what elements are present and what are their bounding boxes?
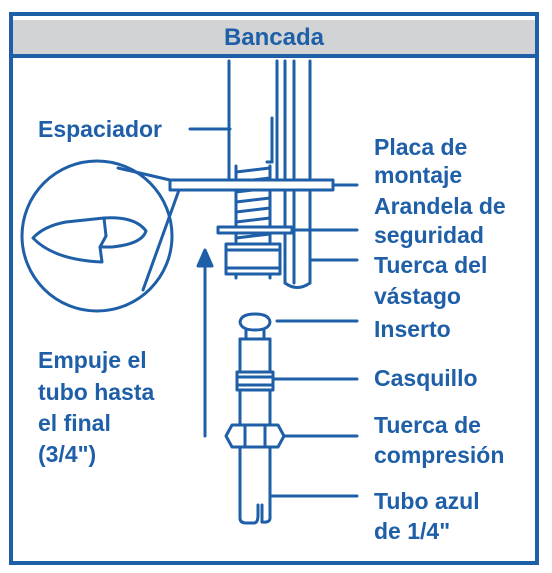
- label-stem-nut-1: Tuerca del: [374, 252, 488, 278]
- label-ferrule: Casquillo: [374, 365, 478, 391]
- push-arrow: [196, 248, 214, 438]
- label-lock-washer-1: Arandela de: [374, 193, 506, 219]
- stem-nut: [224, 242, 282, 276]
- label-compression-nut-2: compresión: [374, 442, 505, 468]
- label-lock-washer-2: seguridad: [374, 222, 484, 248]
- header-bar: Bancada: [13, 20, 535, 58]
- label-push-instruction-1: Empuje el: [38, 347, 147, 373]
- label-push-instruction-4: (3/4"): [38, 441, 97, 467]
- label-blue-tube-1: Tubo azul: [374, 488, 480, 514]
- compression-nut: [224, 423, 286, 449]
- label-spacer: Espaciador: [38, 116, 162, 142]
- label-blue-tube-2: de 1/4": [374, 518, 451, 544]
- label-insert: Inserto: [374, 316, 451, 342]
- ferrule-part: [235, 370, 275, 392]
- label-mounting-plate-2: montaje: [374, 162, 463, 188]
- supply-tube-upper: [283, 59, 312, 289]
- spacer-body: [227, 59, 279, 180]
- washer-detail-circle: [20, 159, 181, 313]
- label-mounting-plate-1: Placa de: [374, 134, 468, 160]
- label-stem-nut-2: vástago: [374, 283, 461, 309]
- leader-lines: [188, 127, 359, 498]
- label-push-instruction-2: tubo hasta: [38, 379, 155, 405]
- label-compression-nut-1: Tuerca de: [374, 412, 481, 438]
- insert-part: [238, 312, 272, 341]
- label-push-instruction-3: el final: [38, 410, 111, 436]
- lock-washer: [216, 225, 294, 235]
- mounting-plate: [168, 178, 335, 192]
- header-title: Bancada: [223, 24, 325, 51]
